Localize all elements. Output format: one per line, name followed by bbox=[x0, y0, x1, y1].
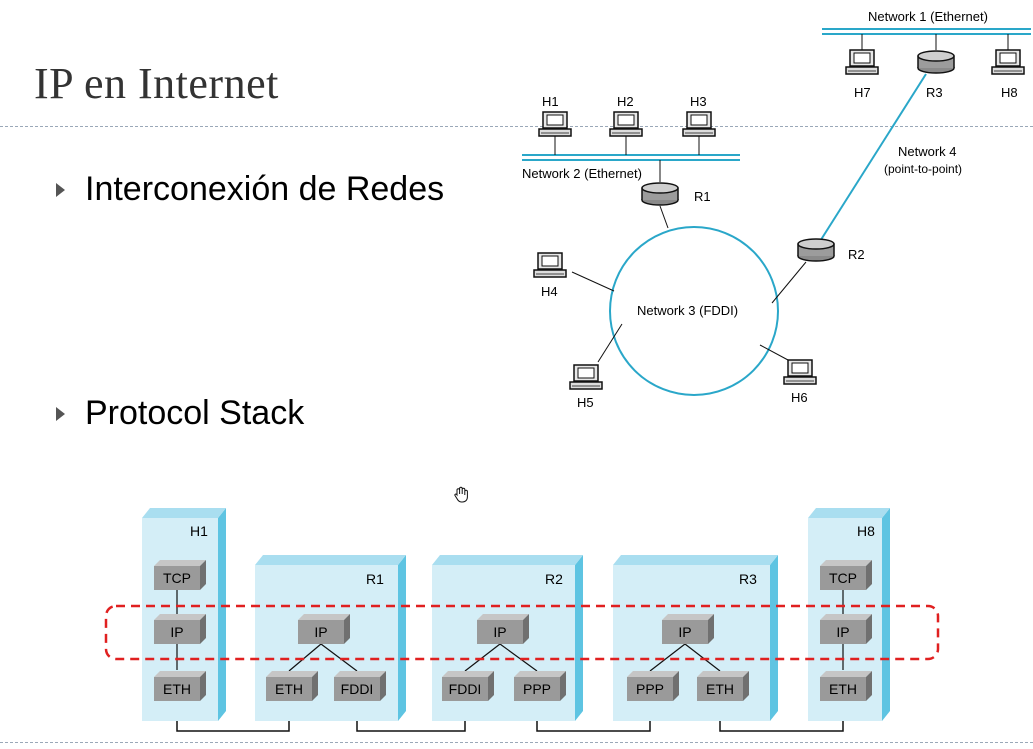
router-r2-label: R2 bbox=[848, 247, 865, 262]
network-3-label: Network 3 (FDDI) bbox=[637, 303, 738, 318]
bullet-arrow-icon bbox=[56, 182, 65, 197]
bullet-text: Protocol Stack bbox=[85, 394, 305, 432]
host-h4-label: H4 bbox=[541, 284, 558, 299]
host-h6-icon bbox=[783, 359, 817, 385]
layer-box-fddi: FDDI bbox=[334, 671, 386, 701]
network-3-ring bbox=[609, 226, 779, 396]
title-divider bbox=[0, 126, 1033, 127]
router-r3-label: R3 bbox=[926, 85, 943, 100]
layer-box-ip: IP bbox=[662, 614, 714, 644]
svg-text:PPP: PPP bbox=[523, 681, 551, 697]
host-h5-icon bbox=[569, 364, 603, 390]
host-h6-label: H6 bbox=[791, 390, 808, 405]
router-r1-icon bbox=[641, 182, 679, 206]
svg-text:ETH: ETH bbox=[275, 681, 303, 697]
svg-text:FDDI: FDDI bbox=[449, 681, 482, 697]
layer-box-ip: IP bbox=[477, 614, 529, 644]
host-h5-label: H5 bbox=[577, 395, 594, 410]
host-h3-label: H3 bbox=[690, 94, 707, 109]
hand-cursor-icon bbox=[454, 486, 468, 503]
svg-text:IP: IP bbox=[170, 624, 183, 640]
router-r2-icon bbox=[797, 238, 835, 262]
host-h4-icon bbox=[533, 252, 567, 278]
svg-text:TCP: TCP bbox=[829, 570, 857, 586]
ip-layer-highlight bbox=[104, 604, 940, 661]
layer-box-ppp: PPP bbox=[627, 671, 679, 701]
svg-text:R2: R2 bbox=[545, 571, 563, 587]
svg-text:TCP: TCP bbox=[163, 570, 191, 586]
host-h1-icon bbox=[538, 111, 572, 137]
stack-node-h8: H8 TCP IP ETH bbox=[808, 508, 890, 721]
layer-box-tcp: TCP bbox=[820, 560, 872, 590]
layer-box-eth: ETH bbox=[820, 671, 872, 701]
router-r3-icon bbox=[917, 50, 955, 74]
host-h1-label: H1 bbox=[542, 94, 559, 109]
svg-text:IP: IP bbox=[493, 624, 506, 640]
network-1-label: Network 1 (Ethernet) bbox=[868, 9, 988, 24]
svg-text:IP: IP bbox=[314, 624, 327, 640]
host-h2-icon bbox=[609, 111, 643, 137]
layer-box-ip: IP bbox=[298, 614, 350, 644]
protocol-stack: H1 TCP IP ETH bbox=[104, 508, 940, 732]
svg-text:PPP: PPP bbox=[636, 681, 664, 697]
layer-box-fddi: FDDI bbox=[442, 671, 494, 701]
svg-text:ETH: ETH bbox=[163, 681, 191, 697]
network-4-label: Network 4 bbox=[898, 144, 957, 159]
stack-node-h1: H1 TCP IP ETH bbox=[142, 508, 226, 721]
stack-node-label: H1 bbox=[190, 523, 208, 539]
network-2-label: Network 2 (Ethernet) bbox=[522, 166, 642, 181]
svg-text:R3: R3 bbox=[739, 571, 757, 587]
layer-box-eth: ETH bbox=[266, 671, 318, 701]
footer-divider bbox=[0, 742, 1033, 743]
layer-box-ppp: PPP bbox=[514, 671, 566, 701]
bullet-protocol-stack: Protocol Stack bbox=[56, 394, 304, 433]
stack-node-r3: R3 IP PPP ETH bbox=[613, 555, 778, 721]
bullet-arrow-icon bbox=[56, 406, 65, 421]
svg-text:R1: R1 bbox=[366, 571, 384, 587]
svg-text:IP: IP bbox=[836, 624, 849, 640]
bullet-text: Interconexión de Redes bbox=[85, 170, 445, 208]
layer-box-eth: ETH bbox=[154, 671, 206, 701]
router-r1-label: R1 bbox=[694, 189, 711, 204]
host-h2-label: H2 bbox=[617, 94, 634, 109]
network-4-link bbox=[816, 73, 927, 247]
slide-title: IP en Internet bbox=[34, 59, 279, 108]
bullet-interconexion: Interconexión de Redes bbox=[56, 170, 444, 209]
host-h8-label: H8 bbox=[1001, 85, 1018, 100]
layer-box-ip: IP bbox=[154, 614, 206, 644]
svg-text:ETH: ETH bbox=[706, 681, 734, 697]
layer-box-eth: ETH bbox=[697, 671, 749, 701]
stack-node-r2: R2 IP FDDI PPP bbox=[432, 555, 583, 721]
layer-box-ip: IP bbox=[820, 614, 872, 644]
svg-text:FDDI: FDDI bbox=[341, 681, 374, 697]
host-h8-icon bbox=[991, 49, 1025, 75]
layer-box-tcp: TCP bbox=[154, 560, 206, 590]
network-4-sublabel: (point-to-point) bbox=[884, 162, 962, 176]
svg-text:ETH: ETH bbox=[829, 681, 857, 697]
stack-node-r1: R1 IP ETH FDDI bbox=[255, 555, 406, 721]
host-h7-icon bbox=[845, 49, 879, 75]
host-h3-icon bbox=[682, 111, 716, 137]
network-diagram: Network 1 (Ethernet) H7 R3 H8 Network 4 … bbox=[522, 9, 1031, 410]
svg-text:IP: IP bbox=[678, 624, 691, 640]
svg-text:H8: H8 bbox=[857, 523, 875, 539]
host-h7-label: H7 bbox=[854, 85, 871, 100]
